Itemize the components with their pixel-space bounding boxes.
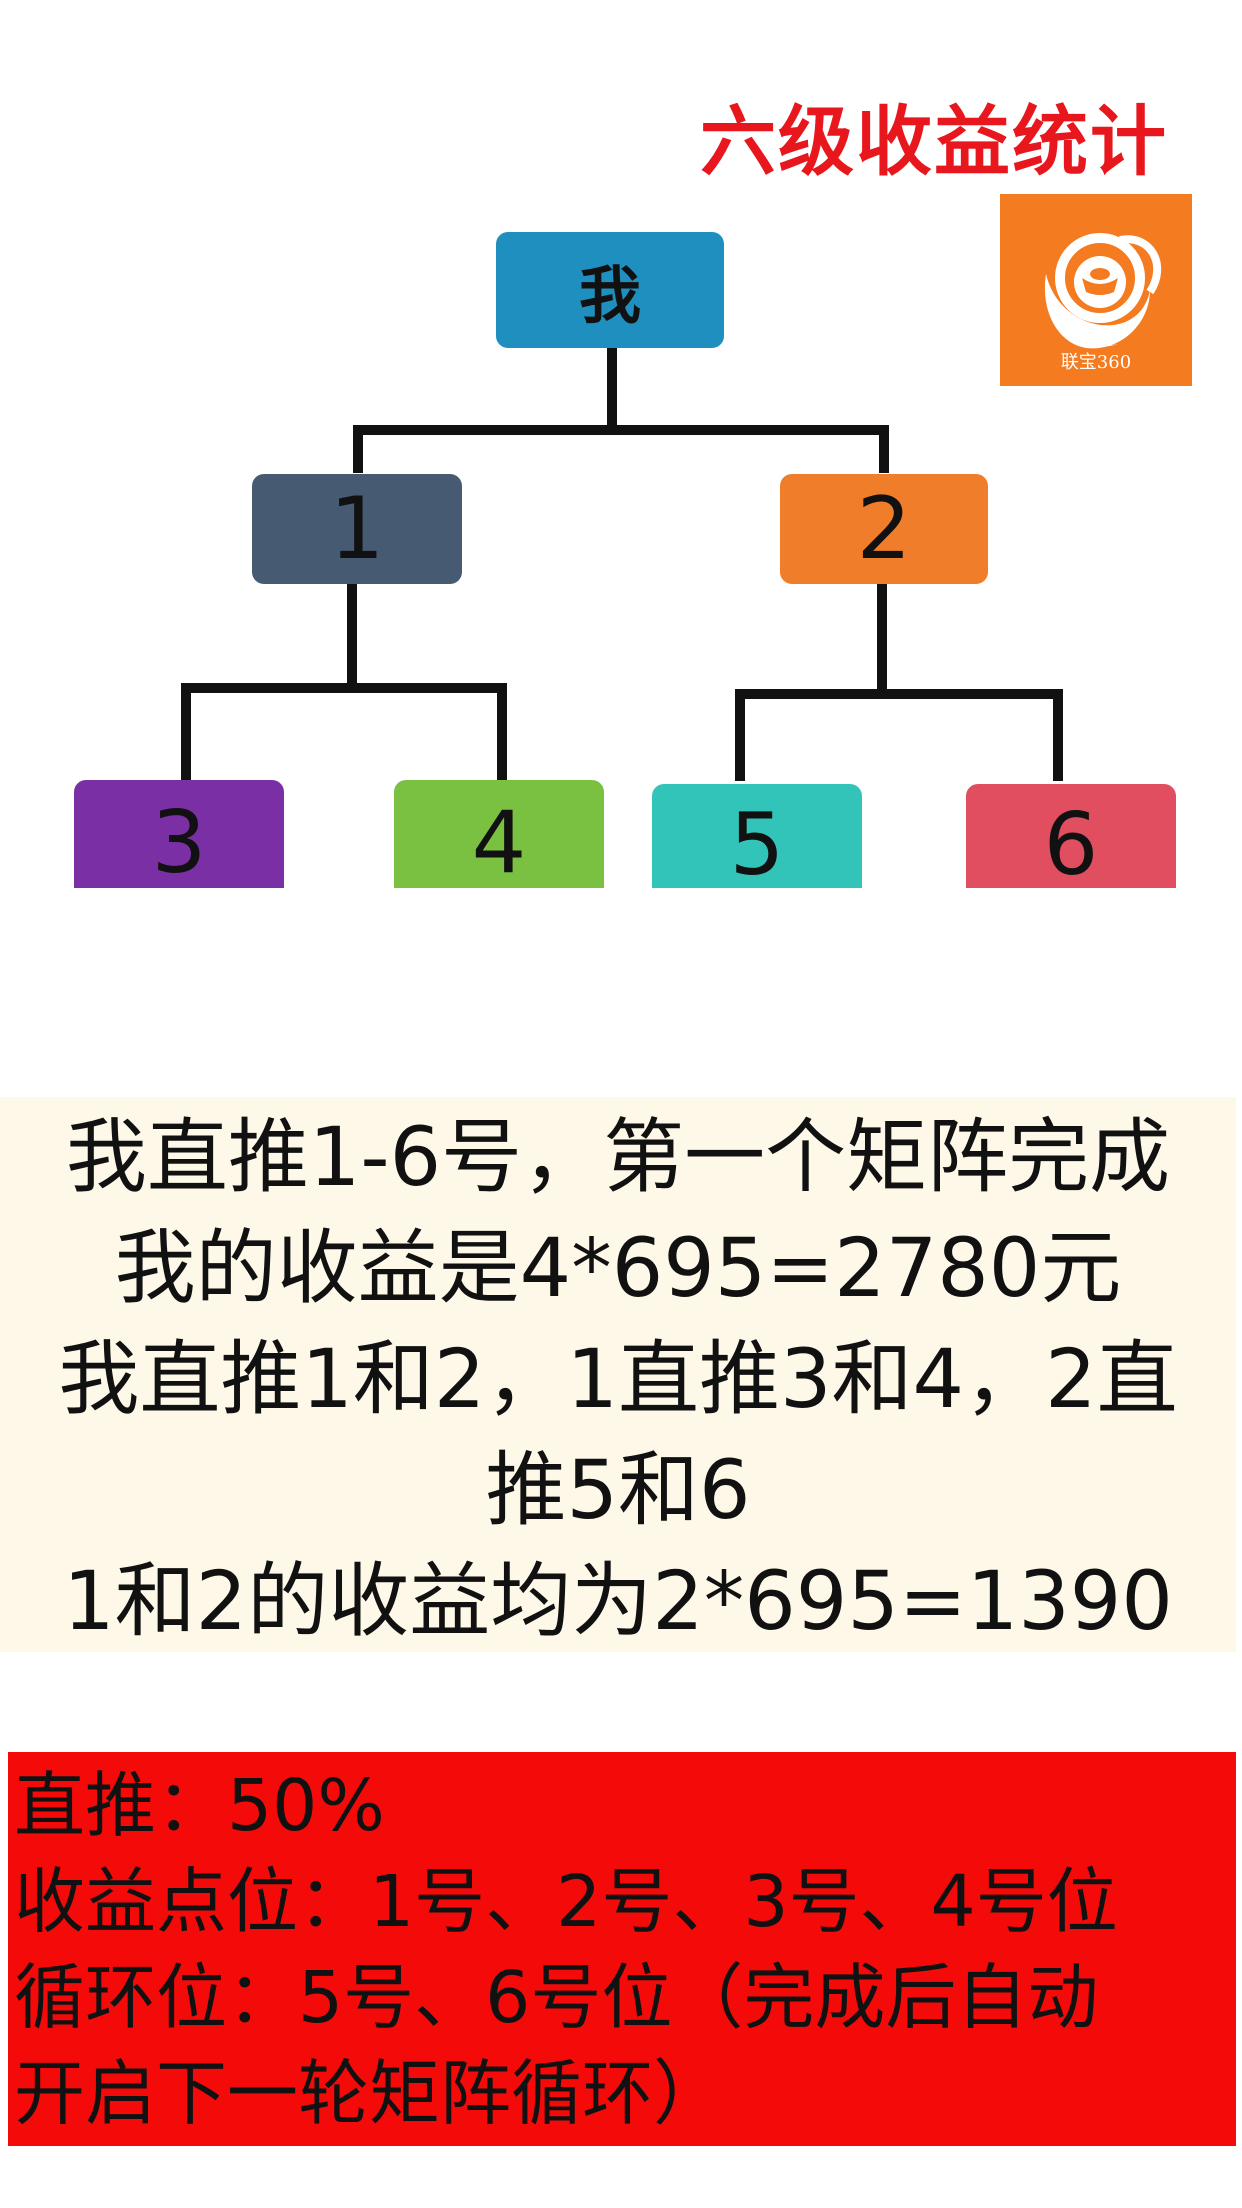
- tree-node-6: 6: [966, 784, 1176, 895]
- rules-line: 直推：50%: [14, 1764, 385, 1847]
- explanation-line: 我直推1和2，1直推3和4，2直: [58, 1333, 1178, 1427]
- explanation-line: 推5和6: [485, 1444, 751, 1538]
- tree-node-1: 1: [252, 474, 462, 584]
- tree-node-me: 我: [496, 232, 724, 348]
- logo-label: 联宝360: [1060, 352, 1132, 373]
- tree-node-3: 3: [74, 780, 284, 893]
- rules-panel: 直推：50% 收益点位：1号、2号、3号、4号位 循环位：5号、6号位（完成后自…: [8, 1752, 1236, 2146]
- page-title: 六级收益统计: [700, 97, 1168, 186]
- rules-line: 收益点位：1号、2号、3号、4号位: [14, 1860, 1118, 1943]
- tree-node-2: 2: [780, 474, 988, 584]
- coin-bowl-icon: [1044, 233, 1162, 349]
- explanation-line: 我的收益是4*695=2780元: [114, 1222, 1122, 1316]
- rules-line: 开启下一轮矩阵循环）: [14, 2052, 725, 2135]
- explanation-line: 我直推1-6号，第一个矩阵完成: [65, 1111, 1171, 1205]
- app-logo: 联宝360: [1000, 194, 1192, 386]
- tree-node-4: 4: [394, 780, 604, 893]
- explanation-panel: 我直推1-6号，第一个矩阵完成 我的收益是4*695=2780元 我直推1和2，…: [0, 1097, 1236, 1652]
- rules-line: 循环位：5号、6号位（完成后自动: [14, 1956, 1099, 2039]
- tree-connectors: [181, 341, 1063, 781]
- explanation-line: 1和2的收益均为2*695=1390: [63, 1555, 1173, 1649]
- tree-node-5: 5: [652, 784, 862, 895]
